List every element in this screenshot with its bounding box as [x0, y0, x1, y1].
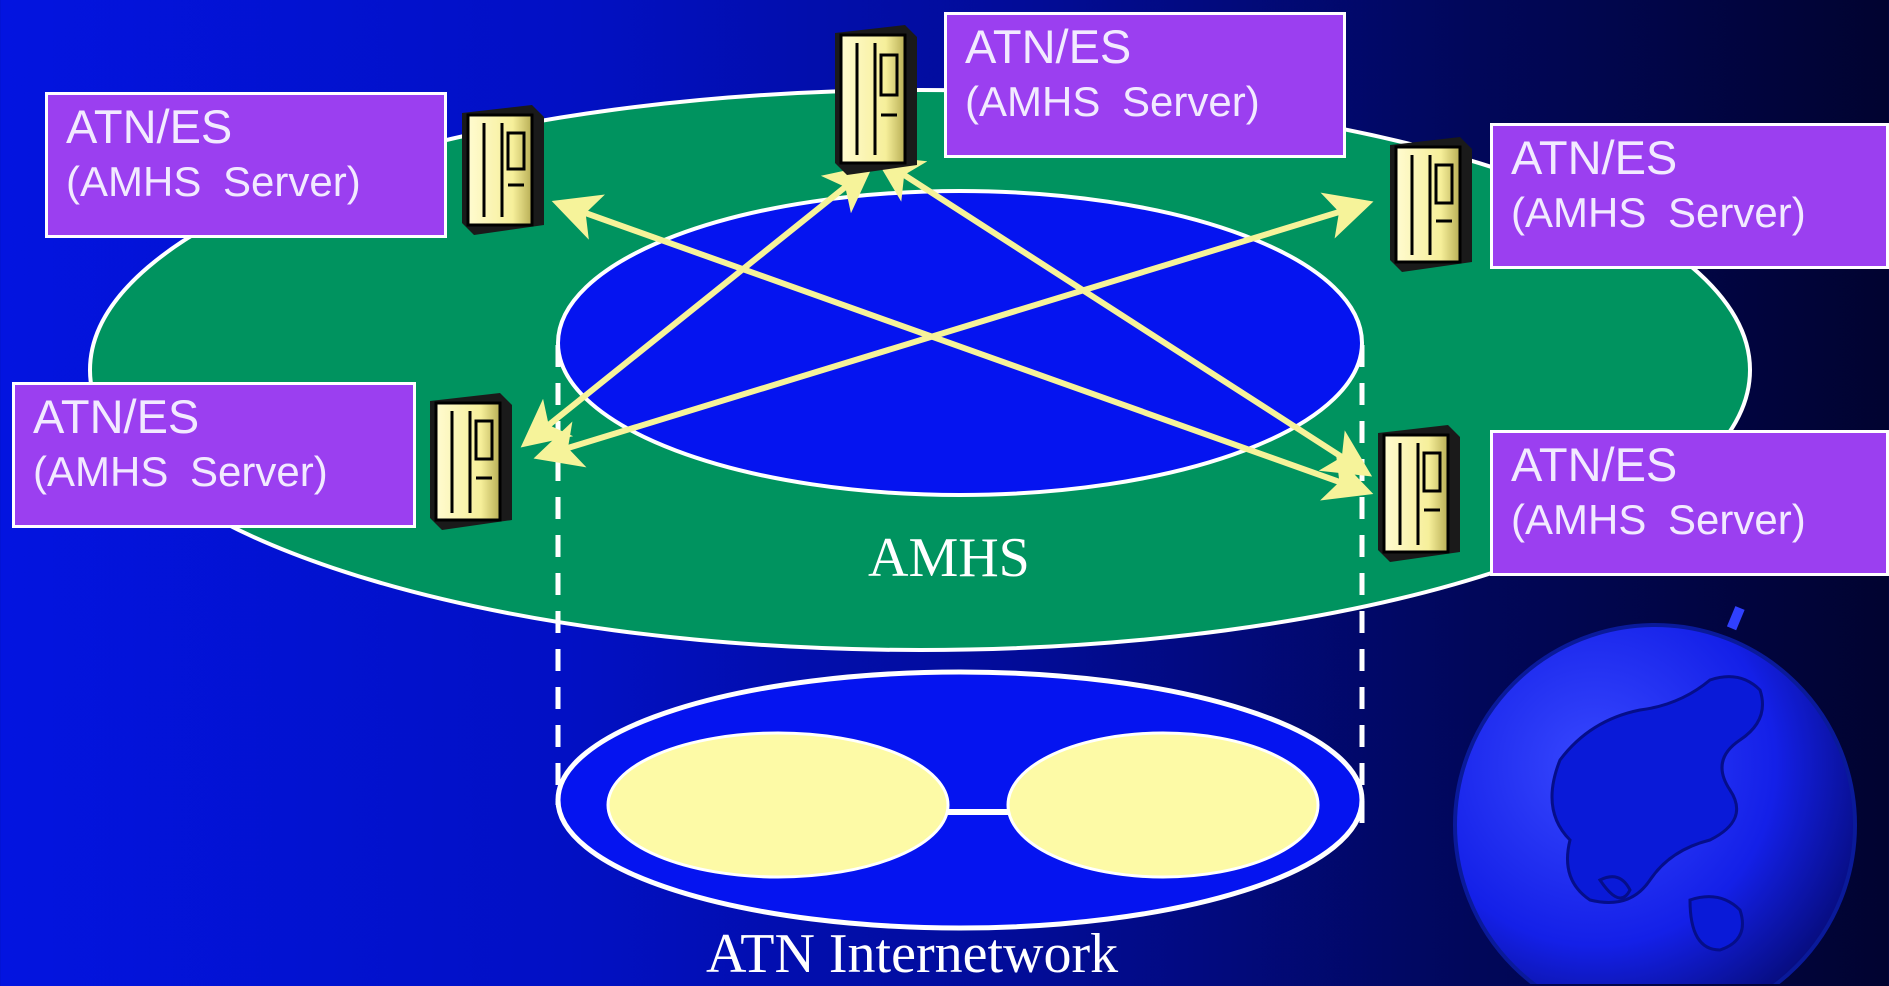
server-label-title: ATN/ES — [66, 100, 233, 153]
server-label-lower-left: ATN/ES (AMHS Server) — [12, 382, 416, 528]
server-label-subtitle: (AMHS Server) — [1511, 189, 1806, 236]
server-label-upper-left: ATN/ES (AMHS Server) — [45, 92, 447, 238]
server-label-subtitle: (AMHS Server) — [1511, 496, 1806, 543]
server-label-subtitle: (AMHS Server) — [965, 78, 1260, 125]
server-label-subtitle: (AMHS Server) — [33, 448, 328, 495]
server-label-subtitle: (AMHS Server) — [66, 158, 361, 205]
server-tower-icon — [835, 25, 917, 175]
server-label-top-center: ATN/ES (AMHS Server) — [944, 12, 1346, 158]
server-label-title: ATN/ES — [1511, 438, 1678, 491]
server-label-title: ATN/ES — [1511, 131, 1678, 184]
server-tower-icon — [462, 105, 544, 235]
server-label-lower-right: ATN/ES (AMHS Server) — [1490, 430, 1889, 576]
server-label-title: ATN/ES — [965, 20, 1132, 73]
network-node-left — [606, 731, 950, 879]
atn-internetwork-label: ATN Internetwork — [706, 923, 1119, 985]
server-label-title: ATN/ES — [33, 390, 200, 443]
server-tower-icon — [1378, 425, 1460, 562]
arrow-upperright-lowerleft — [533, 192, 1374, 468]
network-node-right — [1006, 731, 1320, 879]
amhs-label: AMHS — [868, 527, 1030, 589]
server-tower-icon — [1390, 137, 1472, 272]
server-label-upper-right: ATN/ES (AMHS Server) — [1490, 123, 1889, 269]
server-tower-icon — [430, 393, 512, 530]
globe-icon — [1453, 606, 1857, 984]
